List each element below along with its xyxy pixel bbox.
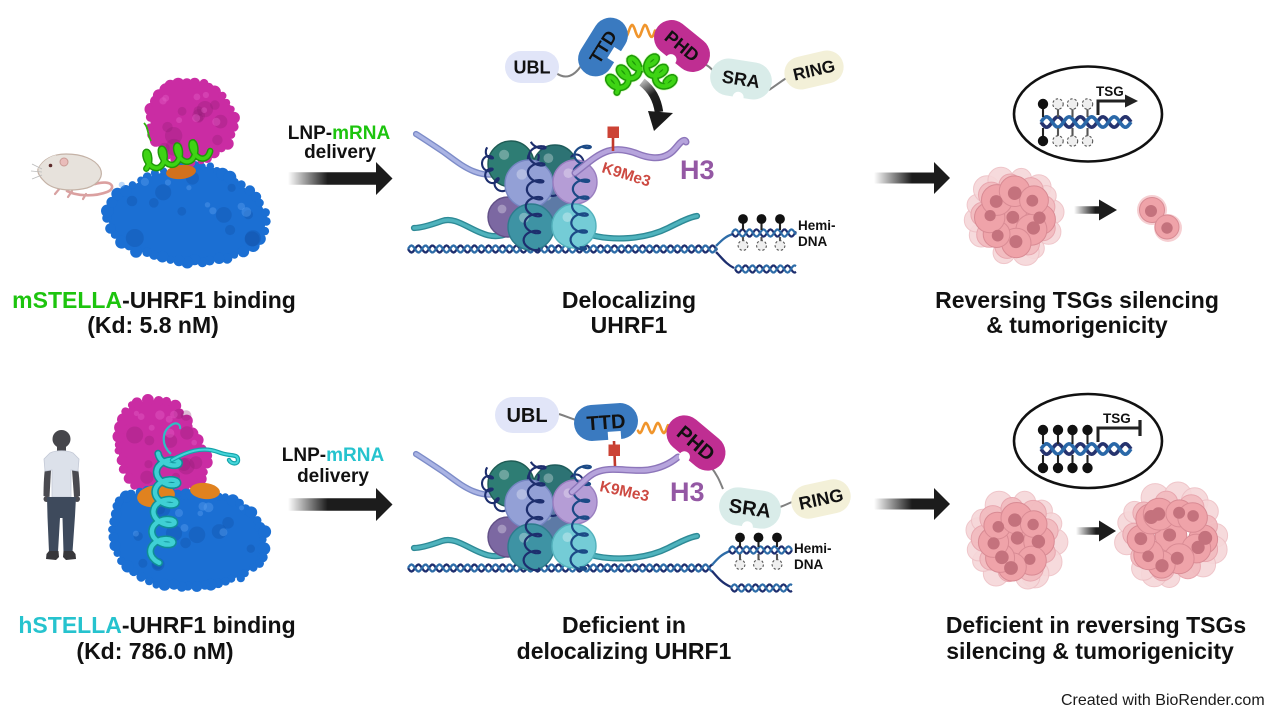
svg-text:Deficient in reversing TSGs: Deficient in reversing TSGs: [946, 612, 1246, 638]
svg-text:(Kd: 5.8 nM): (Kd: 5.8 nM): [87, 312, 219, 338]
svg-text:Deficient in: Deficient in: [562, 612, 686, 638]
svg-text:mSTELLA-UHRF1 binding: mSTELLA-UHRF1 binding: [12, 287, 296, 313]
svg-text:UHRF1: UHRF1: [591, 312, 668, 338]
svg-text:Hemi-: Hemi-: [798, 218, 836, 233]
svg-text:LNP-mRNA: LNP-mRNA: [288, 123, 391, 144]
svg-text:Created with BioRender.com: Created with BioRender.com: [1061, 692, 1265, 709]
svg-text:Reversing TSGs silencing: Reversing TSGs silencing: [935, 287, 1219, 313]
svg-text:Delocalizing: Delocalizing: [562, 287, 696, 313]
svg-text:TSG: TSG: [1103, 411, 1131, 426]
svg-text:silencing & tumorigenicity: silencing & tumorigenicity: [946, 638, 1234, 664]
svg-text:delivery: delivery: [304, 142, 376, 163]
svg-text:H3: H3: [670, 477, 705, 507]
svg-text:DNA: DNA: [798, 234, 827, 249]
svg-text:& tumorigenicity: & tumorigenicity: [986, 312, 1168, 338]
svg-text:H3: H3: [680, 155, 715, 185]
svg-text:UBL: UBL: [506, 405, 547, 427]
svg-text:DNA: DNA: [794, 557, 823, 572]
svg-text:TSG: TSG: [1096, 84, 1124, 99]
svg-text:delivery: delivery: [297, 466, 369, 487]
svg-text:UBL: UBL: [514, 57, 551, 77]
svg-text:TTD: TTD: [586, 411, 626, 436]
svg-text:hSTELLA-UHRF1 binding: hSTELLA-UHRF1 binding: [18, 612, 295, 638]
svg-text:Hemi-: Hemi-: [794, 541, 832, 556]
svg-text:delocalizing UHRF1: delocalizing UHRF1: [517, 638, 732, 664]
svg-text:(Kd: 786.0 nM): (Kd: 786.0 nM): [76, 638, 233, 664]
svg-text:LNP-mRNA: LNP-mRNA: [282, 445, 385, 466]
